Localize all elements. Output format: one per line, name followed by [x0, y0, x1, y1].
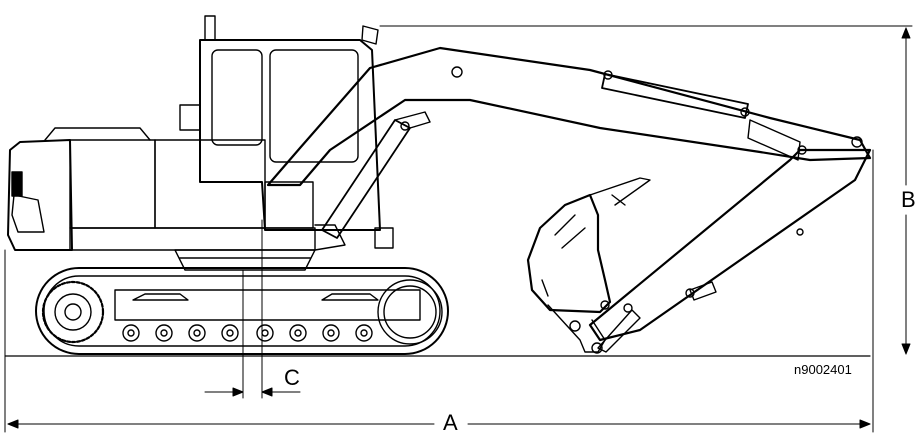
figure-code: n9002401: [794, 362, 852, 377]
dimension-A-line: [4, 149, 874, 433]
boom: [266, 46, 872, 187]
operator-cab: [179, 15, 381, 231]
arm: [588, 148, 872, 342]
crawler-track: [35, 267, 449, 355]
dimension-B-label: B: [900, 187, 917, 212]
boom-cylinder: [321, 111, 431, 239]
dimension-B-line: [379, 25, 913, 355]
bucket: [526, 177, 651, 354]
dimension-C-label: C: [282, 365, 302, 390]
arm-cylinder: [601, 70, 807, 161]
dimension-C-line: [204, 219, 301, 399]
dimension-A-label: A: [440, 412, 461, 434]
